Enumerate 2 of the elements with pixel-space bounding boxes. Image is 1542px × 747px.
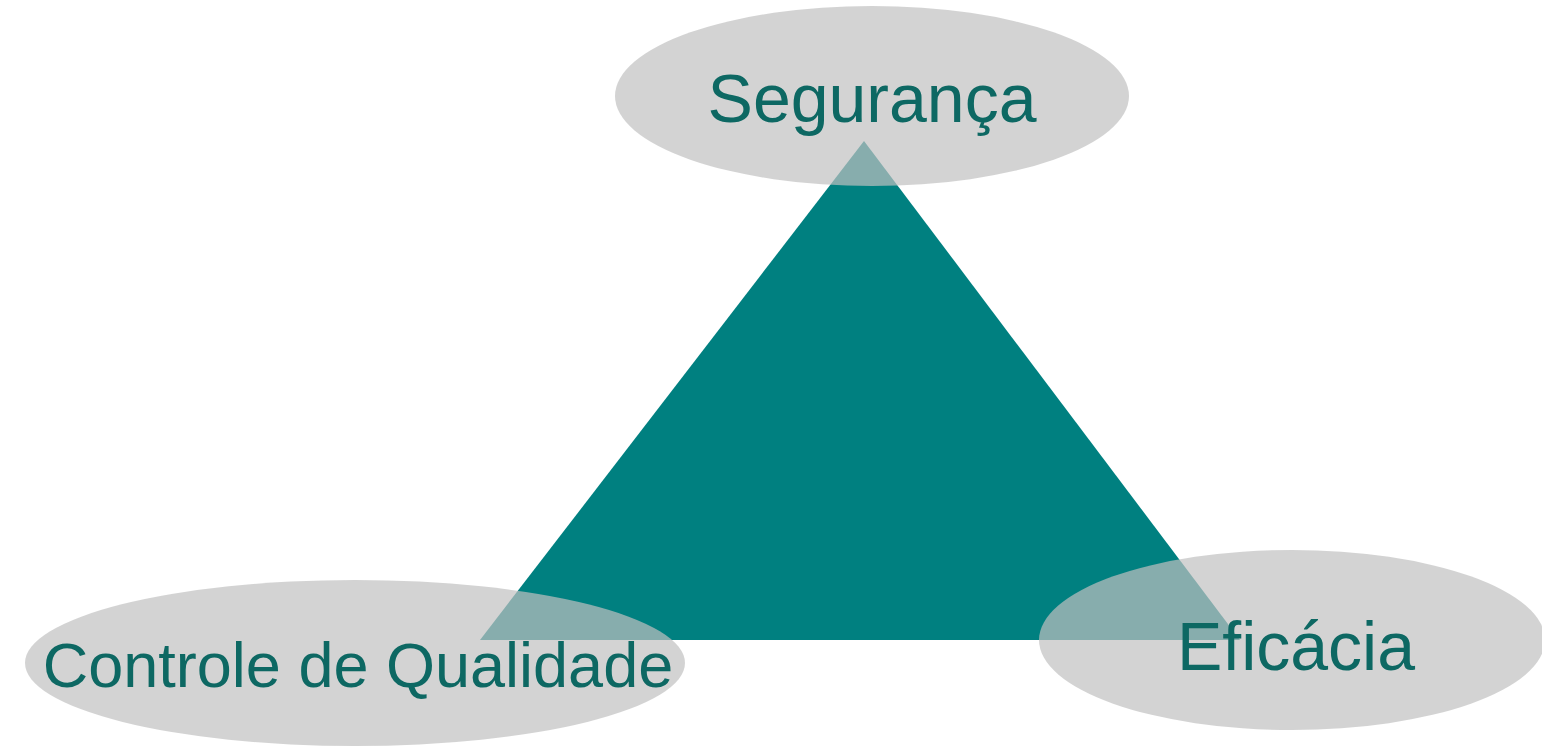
node-label: Eficácia: [1176, 612, 1416, 680]
node-label: Controle de Qualidade: [42, 633, 674, 697]
